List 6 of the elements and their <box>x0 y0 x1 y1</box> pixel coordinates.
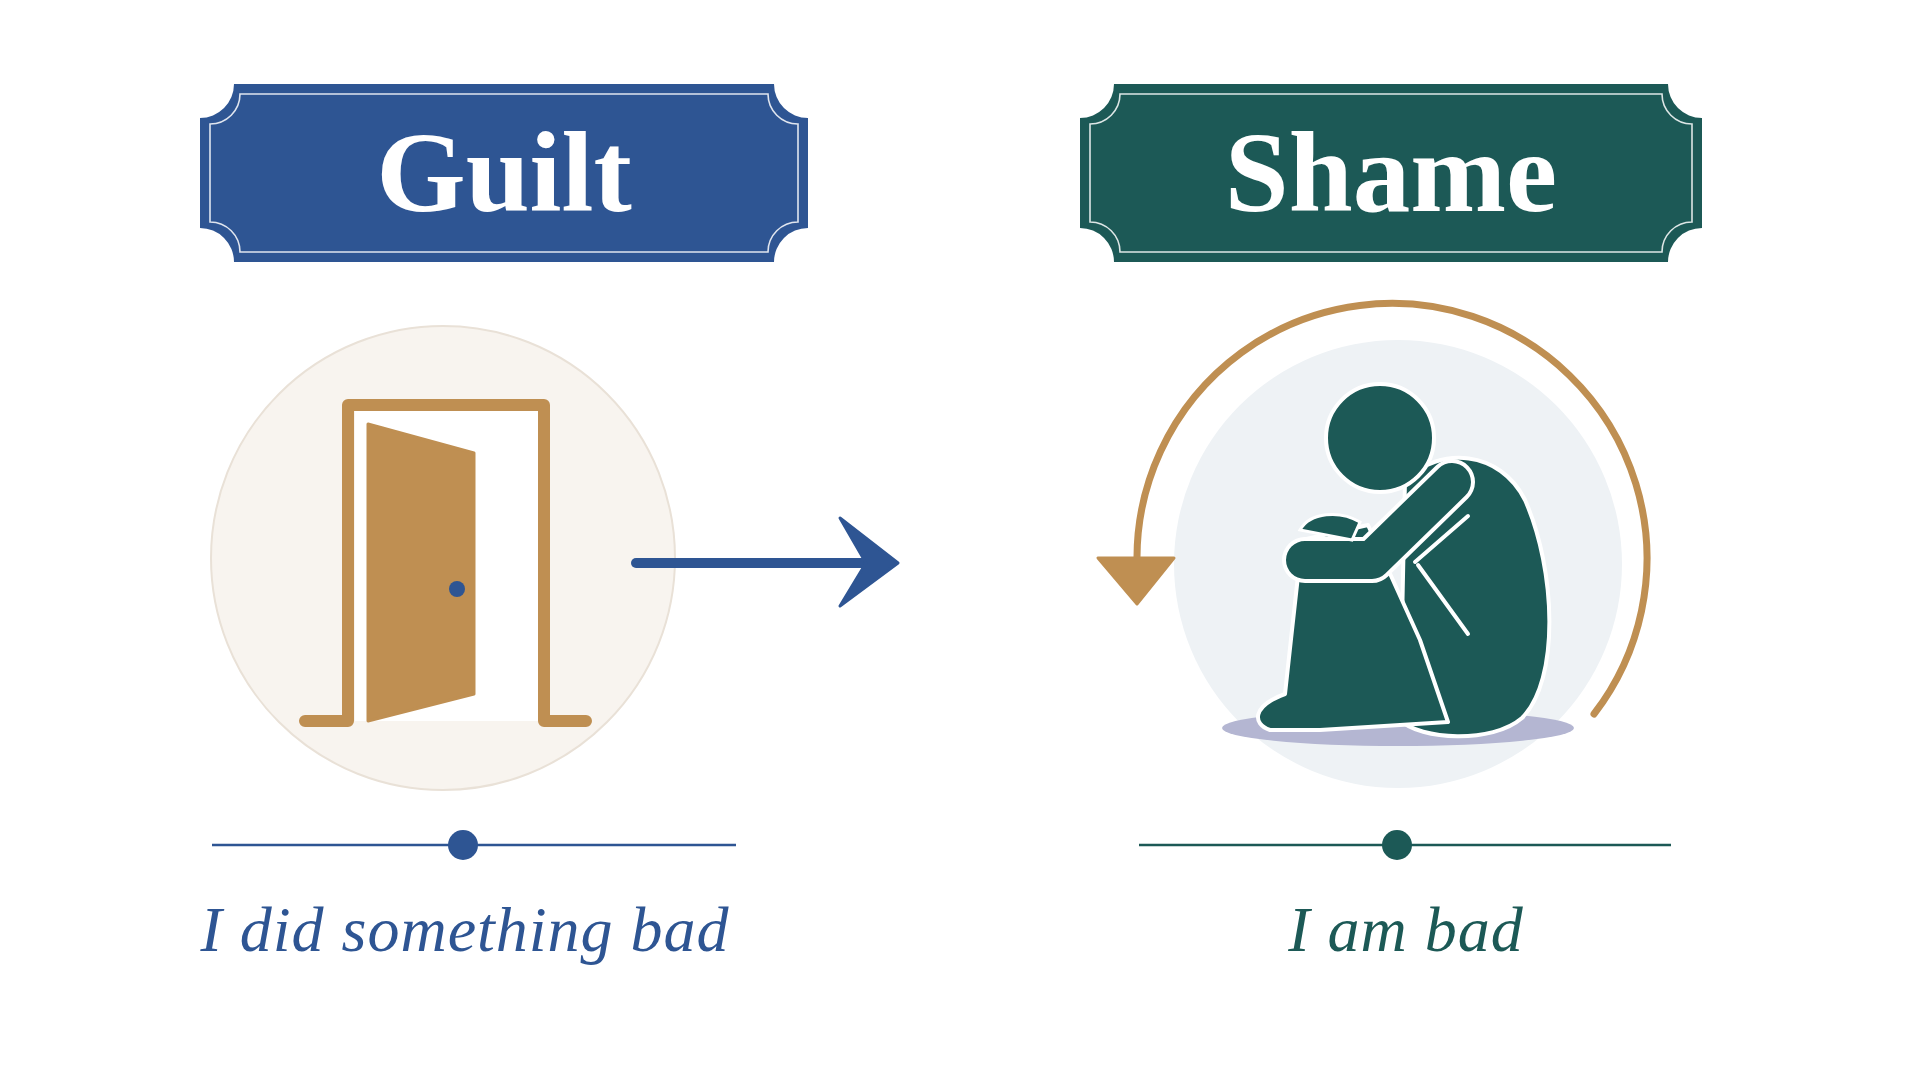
title-banner <box>1080 84 1702 262</box>
banner-title: Shame <box>1224 109 1558 237</box>
tagline: I am bad <box>1288 893 1524 967</box>
banner-title: Guilt <box>376 109 632 237</box>
tagline: I did something bad <box>200 893 730 967</box>
title-banner <box>200 84 808 262</box>
